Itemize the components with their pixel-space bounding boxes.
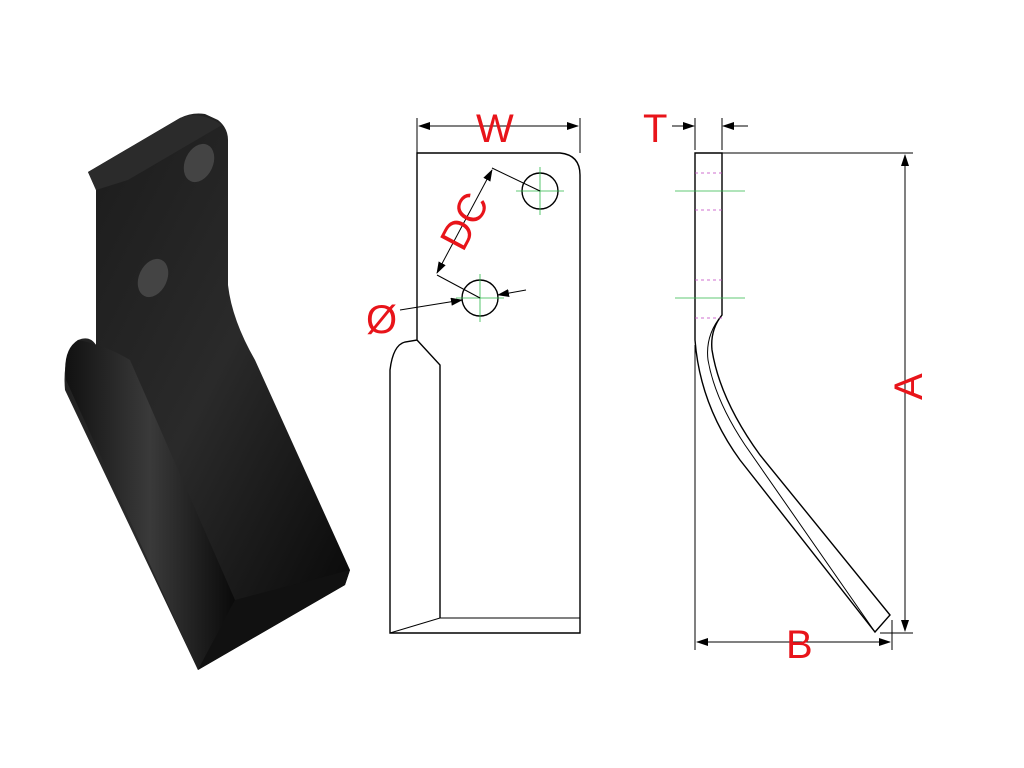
hole-3d-upper bbox=[183, 143, 215, 183]
dimension-b: B bbox=[786, 623, 813, 667]
dimension-diameter: Ø bbox=[366, 298, 397, 342]
blade-3d-render bbox=[64, 113, 351, 670]
side-view: T A B bbox=[643, 107, 931, 667]
front-view: W DC Ø bbox=[366, 107, 581, 634]
hole-3d-lower bbox=[137, 258, 169, 298]
dimension-a: A bbox=[887, 373, 931, 400]
dimension-t: T bbox=[643, 107, 667, 151]
dimension-dc: DC bbox=[432, 186, 498, 258]
dimension-w: W bbox=[476, 107, 514, 151]
